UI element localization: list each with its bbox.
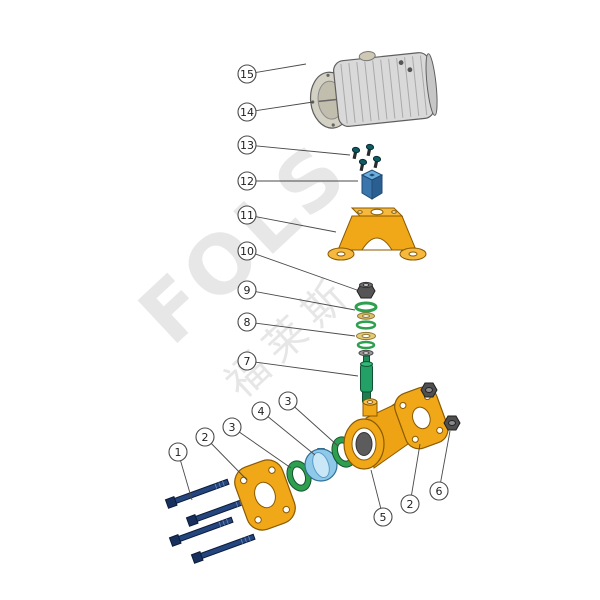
callout-1: 1	[168, 442, 193, 501]
valve-stem	[360, 355, 373, 403]
callout-13: 13	[237, 135, 351, 156]
callout-14: 14	[237, 101, 314, 122]
o-ring-set	[356, 331, 376, 357]
callout-5: 5	[370, 469, 393, 527]
callout-13-label: 13	[240, 139, 254, 152]
callout-3-right-label: 3	[285, 395, 292, 408]
cap-screw-icon	[326, 73, 330, 77]
callout-7: 7	[237, 351, 359, 377]
callout-3-right: 3	[278, 391, 339, 447]
hex-nuts	[420, 382, 461, 431]
ball	[304, 448, 338, 482]
callout-3-left-label: 3	[229, 421, 236, 434]
callout-2-left-label: 2	[202, 431, 209, 444]
callout-11: 11	[237, 205, 337, 233]
callout-15-label: 15	[240, 68, 254, 81]
flange-bolts	[164, 478, 256, 564]
position-indicator	[358, 51, 376, 62]
callout-12-label: 12	[240, 175, 254, 188]
callout-6-label: 6	[436, 485, 443, 498]
callout-4: 4	[251, 401, 316, 456]
callout-12: 12	[237, 171, 358, 191]
callout-10-label: 10	[240, 245, 254, 258]
callout-7-label: 7	[244, 355, 251, 368]
drive-adapter	[360, 169, 384, 200]
callout-9-label: 9	[244, 284, 251, 297]
callout-15: 15	[237, 63, 307, 84]
bracket-screws	[351, 143, 382, 172]
callout-6: 6	[429, 430, 451, 501]
end-flange-left	[234, 459, 296, 531]
mounting-bracket	[327, 207, 427, 261]
callout-11-label: 11	[240, 209, 254, 222]
callout-1-label: 1	[175, 446, 182, 459]
callout-14-label: 14	[240, 106, 254, 119]
callout-3-left: 3	[222, 417, 292, 469]
cap-screw-icon	[331, 123, 335, 127]
actuator-right-cap	[425, 53, 438, 116]
end-flange-right	[394, 386, 449, 450]
callout-4-label: 4	[258, 405, 265, 418]
callout-9: 9	[237, 280, 356, 311]
air-port-icon	[407, 67, 413, 73]
callout-8: 8	[237, 312, 356, 337]
callout-2-right-label: 2	[407, 498, 414, 511]
callout-10: 10	[237, 241, 358, 291]
callout-8-label: 8	[244, 316, 251, 329]
washer-set	[354, 301, 378, 330]
stem-nut	[356, 281, 376, 299]
callout-2-left: 2	[195, 427, 248, 481]
callout-2-right: 2	[400, 443, 421, 514]
actuator-ribs	[340, 55, 428, 124]
callout-5-label: 5	[380, 511, 387, 524]
pneumatic-actuator	[309, 51, 438, 129]
air-port-icon	[398, 60, 404, 65]
